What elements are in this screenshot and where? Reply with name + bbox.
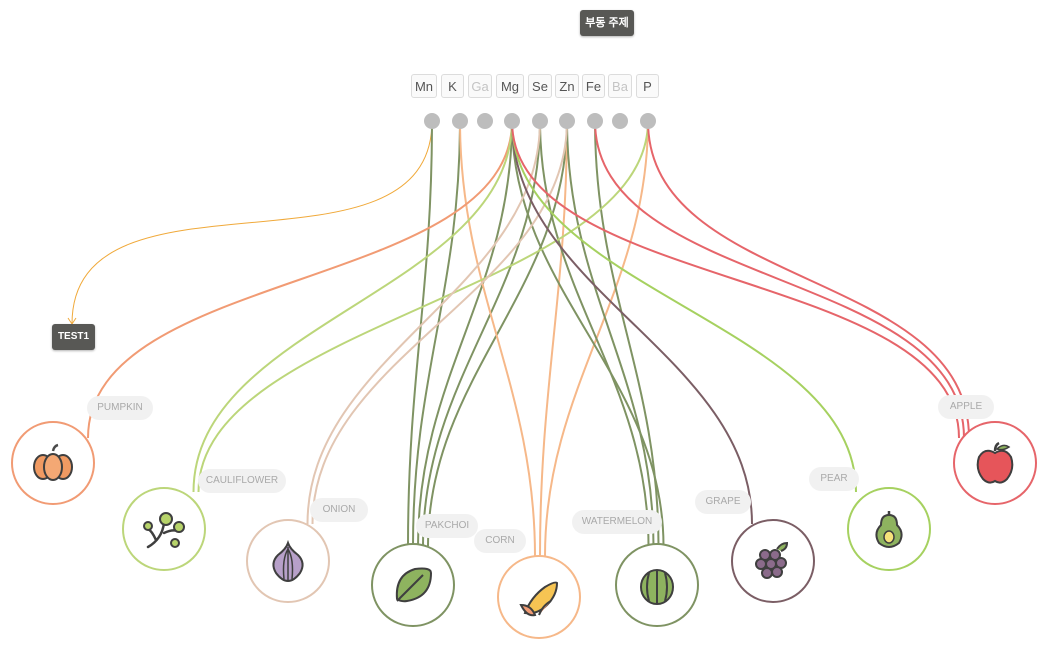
port-k[interactable] <box>452 113 468 129</box>
link-mg-watermelon <box>511 120 665 547</box>
food-label-apple: APPLE <box>938 395 994 419</box>
apple-icon <box>976 441 1014 484</box>
food-node-corn[interactable] <box>497 555 581 639</box>
leaf-icon <box>395 567 433 603</box>
link-k-corn <box>459 120 536 557</box>
link-zn-onion <box>311 120 568 525</box>
link-se-pakchoi <box>422 120 541 547</box>
link-mg-pear <box>511 120 857 493</box>
link-se-watermelon <box>539 120 650 547</box>
link-mg-grape <box>511 120 753 525</box>
link-mg-cauliflower <box>192 120 513 493</box>
cauliflower-icon <box>143 512 185 549</box>
link-zn-watermelon <box>566 120 655 547</box>
food-label-corn: CORN <box>474 529 526 553</box>
food-node-pakchoi[interactable] <box>371 543 455 627</box>
element-chip-ba[interactable]: Ba <box>608 74 632 98</box>
link-p-cauliflower <box>197 120 649 493</box>
port-p[interactable] <box>640 113 656 129</box>
food-node-apple[interactable] <box>953 421 1037 505</box>
food-label-cauliflower: CAULIFLOWER <box>198 469 286 493</box>
floating-topic[interactable]: 부동 주제 <box>580 10 634 36</box>
link-fe-apple <box>594 120 965 439</box>
link-mn-pakchoi <box>407 120 433 547</box>
link-mg-pumpkin <box>87 120 513 439</box>
link-zn-pakchoi <box>427 120 568 547</box>
port-zn[interactable] <box>559 113 575 129</box>
food-label-grape: GRAPE <box>695 490 751 514</box>
link-mg-pakchoi <box>417 120 513 547</box>
element-chip-mg[interactable]: Mg <box>496 74 524 98</box>
grape-icon <box>755 541 789 579</box>
food-label-pakchoi: PAKCHOI <box>416 514 478 538</box>
link-mg-apple <box>511 120 960 439</box>
port-fe[interactable] <box>587 113 603 129</box>
element-chip-ga[interactable]: Ga <box>468 74 492 98</box>
link-p-apple <box>647 120 970 439</box>
element-chip-fe[interactable]: Fe <box>582 74 605 98</box>
food-label-watermelon: WATERMELON <box>572 510 662 534</box>
onion-icon <box>272 539 304 583</box>
food-node-watermelon[interactable] <box>615 543 699 627</box>
port-se[interactable] <box>532 113 548 129</box>
port-ga[interactable] <box>477 113 493 129</box>
pear-icon <box>875 511 903 548</box>
food-node-onion[interactable] <box>246 519 330 603</box>
element-chip-se[interactable]: Se <box>528 74 552 98</box>
food-node-cauliflower[interactable] <box>122 487 206 571</box>
food-label-onion: ONION <box>310 498 368 522</box>
test-node[interactable]: TEST1 <box>52 324 95 350</box>
food-node-pumpkin[interactable] <box>11 421 95 505</box>
food-label-pear: PEAR <box>809 467 859 491</box>
food-node-pear[interactable] <box>847 487 931 571</box>
watermelon-icon <box>640 569 674 605</box>
pumpkin-icon <box>33 443 73 481</box>
element-chip-k[interactable]: K <box>441 74 464 98</box>
element-chip-mn[interactable]: Mn <box>411 74 437 98</box>
link-k-pakchoi <box>412 120 461 547</box>
food-label-pumpkin: PUMPKIN <box>87 396 153 420</box>
element-chip-p[interactable]: P <box>636 74 659 98</box>
port-mn[interactable] <box>424 113 440 129</box>
port-mg[interactable] <box>504 113 520 129</box>
port-ba[interactable] <box>612 113 628 129</box>
link-se-onion <box>306 120 541 525</box>
food-node-grape[interactable] <box>731 519 815 603</box>
element-chip-zn[interactable]: Zn <box>555 74 579 98</box>
link-mn-test1 <box>71 120 433 325</box>
corn-icon <box>519 581 559 617</box>
link-zn-corn <box>539 120 568 557</box>
